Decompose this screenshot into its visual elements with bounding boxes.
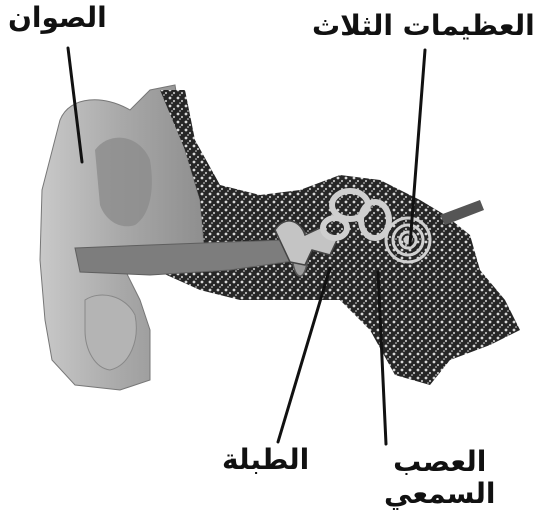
nerve-stub [440, 200, 484, 225]
pinna-label: الصوان [8, 2, 107, 34]
auditory-nerve-label: العصب السمعي [384, 446, 496, 510]
auditory-nerve-label-line1: العصب [384, 446, 496, 478]
eardrum-label: الطبلة [222, 444, 309, 476]
auditory-nerve-label-line2: السمعي [384, 478, 496, 510]
cochlea [386, 218, 430, 262]
ossicles-label: العظيمات الثلاث [312, 10, 535, 42]
